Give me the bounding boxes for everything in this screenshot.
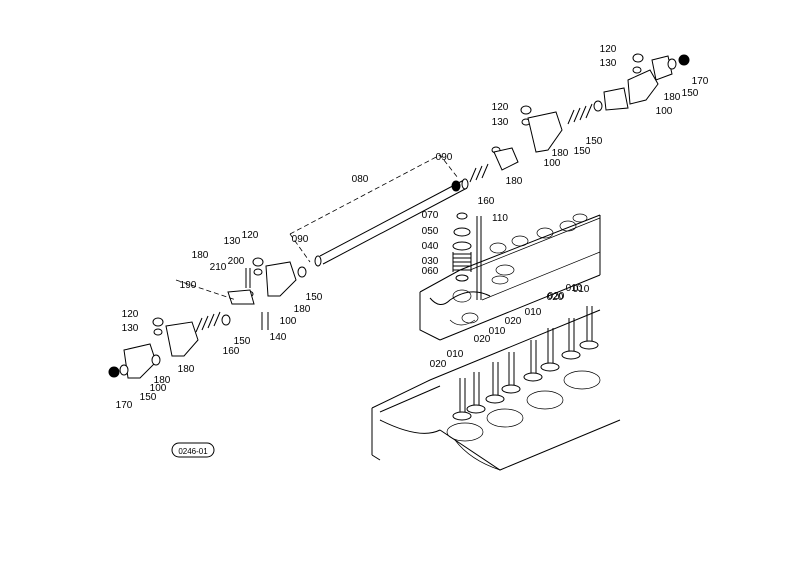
part-label: 190: [180, 280, 197, 291]
part-label: 010: [566, 283, 583, 294]
part-label: 070: [422, 210, 439, 221]
part-label: 020: [474, 334, 491, 345]
part-label: 060: [422, 266, 439, 277]
part-label: 110: [492, 213, 508, 224]
part-label: 020: [547, 292, 564, 303]
part-label: 120: [122, 309, 139, 320]
part-label: 200: [228, 256, 245, 267]
valves: [452, 306, 599, 421]
part-label: 120: [242, 230, 259, 241]
valve: [523, 340, 543, 382]
part-label: 020: [430, 359, 447, 370]
part-label: 120: [492, 102, 509, 113]
part-label: 150: [574, 146, 591, 157]
part-label: 150: [140, 392, 157, 403]
part-label: 180: [192, 250, 209, 261]
part-label: 090: [292, 234, 309, 245]
part-label: 100: [150, 383, 167, 394]
valve: [466, 372, 486, 414]
part-label: 010: [447, 349, 464, 360]
part-label: 160: [478, 196, 495, 207]
engine-block-outline: [371, 309, 621, 471]
part-label: 180: [294, 304, 311, 315]
rocker-assembly-left-lower: [108, 343, 161, 379]
rocker-assembly-left-middle: [152, 311, 231, 357]
part-label: 170: [692, 76, 709, 87]
part-label: 020: [548, 291, 565, 302]
part-label: 130: [224, 236, 241, 247]
part-label: 210: [210, 262, 227, 273]
valve: [452, 378, 472, 421]
valve: [501, 352, 521, 394]
rocker-shaft: [289, 154, 469, 267]
part-label: 140: [270, 332, 287, 343]
part-label: 010: [573, 284, 590, 295]
part-label: 100: [656, 106, 673, 117]
part-label: 170: [116, 400, 133, 411]
valve: [540, 328, 560, 372]
part-label: 150: [234, 336, 251, 347]
part-label: 120: [600, 44, 617, 55]
part-label: 100: [544, 158, 561, 169]
part-label: 080: [352, 174, 369, 185]
part-label: 040: [422, 241, 439, 252]
part-label: 090: [436, 152, 453, 163]
part-label: 100: [280, 316, 297, 327]
part-label: 010: [489, 326, 506, 337]
rocker-assembly-center: [451, 146, 519, 192]
part-label: 130: [122, 323, 139, 334]
part-label: 050: [422, 226, 439, 237]
part-label: 180: [178, 364, 195, 375]
part-label: 180: [552, 148, 569, 159]
rocker-assembly-left-upper: [175, 257, 307, 330]
valve-spring-stack: [452, 212, 482, 300]
part-label: 150: [586, 136, 603, 147]
part-label: 130: [492, 117, 509, 128]
cylinder-bores: [446, 370, 601, 442]
valve: [561, 318, 581, 360]
valve: [579, 306, 599, 350]
part-label: 180: [506, 176, 523, 187]
part-label: 180: [154, 375, 171, 386]
part-label: 030: [422, 256, 439, 267]
valve: [485, 362, 505, 404]
part-label: 150: [306, 292, 323, 303]
part-label: 180: [664, 92, 681, 103]
part-label: 010: [525, 307, 542, 318]
diagram-code: 0246-01: [178, 447, 208, 456]
cylinder-head-outline: [419, 213, 601, 341]
part-label: 160: [223, 346, 240, 357]
part-label: 150: [682, 88, 699, 99]
rocker-assembly-upper-right: [627, 53, 690, 105]
part-label: 020: [505, 316, 522, 327]
part-label: 130: [600, 58, 617, 69]
rocker-assembly-right: [520, 87, 629, 153]
diagram-code-badge: 0246-01: [171, 442, 215, 458]
